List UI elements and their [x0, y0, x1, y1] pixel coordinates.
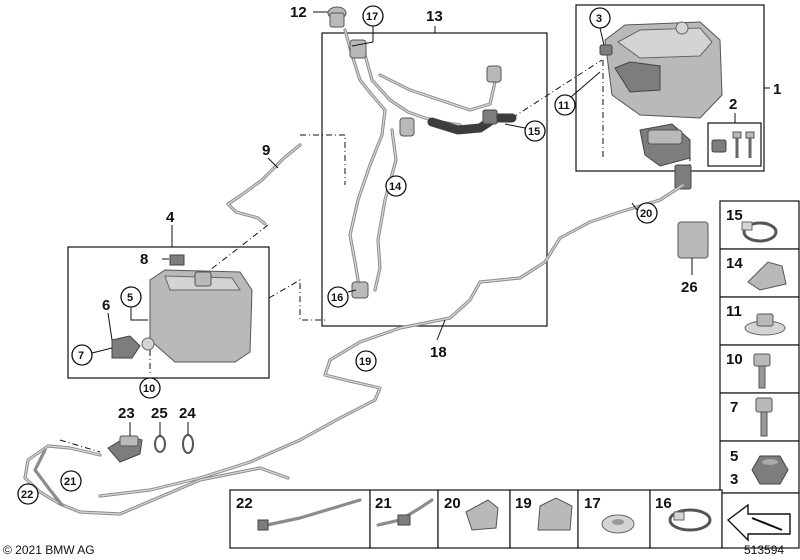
side-label-3: 3: [730, 471, 738, 488]
label-26: 26: [681, 279, 698, 296]
callout-17: 17: [366, 11, 378, 23]
dashed-link: [511, 59, 603, 119]
dashed-link: [300, 134, 346, 185]
bottom-parts-panel: 22 21 20 19 17 16: [229, 489, 800, 549]
ring-25: [154, 435, 166, 453]
callout-20: 20: [640, 208, 652, 220]
callout-21: 21: [64, 476, 76, 488]
label-8: 8: [140, 251, 148, 268]
hose-harness-13: [343, 28, 517, 299]
bottom-label-16: 16: [655, 495, 672, 512]
cap-12: [327, 6, 347, 28]
callout-15: 15: [528, 126, 540, 138]
callout-3: 3: [596, 13, 602, 25]
bottom-label-21: 21: [375, 495, 392, 512]
callout-16: 16: [331, 292, 343, 304]
callout-10: 10: [143, 383, 155, 395]
callout-22: 22: [21, 489, 33, 501]
bottom-label-22: 22: [236, 495, 253, 512]
side-parts-panel: 15 14 11 10 7 5 3: [719, 200, 800, 494]
side-label-15: 15: [726, 207, 743, 224]
screws-2: [711, 131, 755, 158]
label-2: 2: [729, 96, 737, 113]
label-18: 18: [430, 344, 447, 361]
diagram-id: 513594: [744, 543, 784, 557]
bottom-label-20: 20: [444, 495, 461, 512]
bottom-label-19: 19: [515, 495, 532, 512]
label-9: 9: [262, 142, 270, 159]
side-label-14: 14: [726, 255, 743, 272]
label-23: 23: [118, 405, 135, 422]
label-4: 4: [166, 209, 175, 226]
bracket-26: [677, 221, 709, 259]
callout-14: 14: [389, 181, 402, 193]
callout-11: 11: [558, 100, 570, 112]
dashed-link: [209, 224, 269, 271]
label-13: 13: [426, 8, 443, 25]
side-label-10: 10: [726, 351, 743, 368]
dashed-link: [268, 279, 328, 321]
copyright-text: © 2021 BMW AG: [3, 543, 95, 557]
bottom-label-17: 17: [584, 495, 601, 512]
callout-7: 7: [78, 350, 84, 362]
main-unit-1: [599, 21, 723, 190]
side-label-11: 11: [726, 303, 742, 320]
direction-arrow-icon: [726, 503, 791, 542]
label-6: 6: [102, 297, 110, 314]
label-24: 24: [179, 405, 196, 422]
clamp-24: [182, 434, 194, 454]
callout-19: 19: [359, 356, 371, 368]
side-label-7: 7: [730, 399, 738, 416]
reservoir-4: [111, 254, 253, 363]
label-12: 12: [290, 4, 307, 21]
label-25: 25: [151, 405, 168, 422]
side-label-5: 5: [730, 448, 738, 465]
connector-23: [107, 435, 143, 463]
label-1: 1: [773, 81, 781, 98]
callout-5: 5: [127, 292, 133, 304]
group-frame-4: [67, 246, 270, 379]
